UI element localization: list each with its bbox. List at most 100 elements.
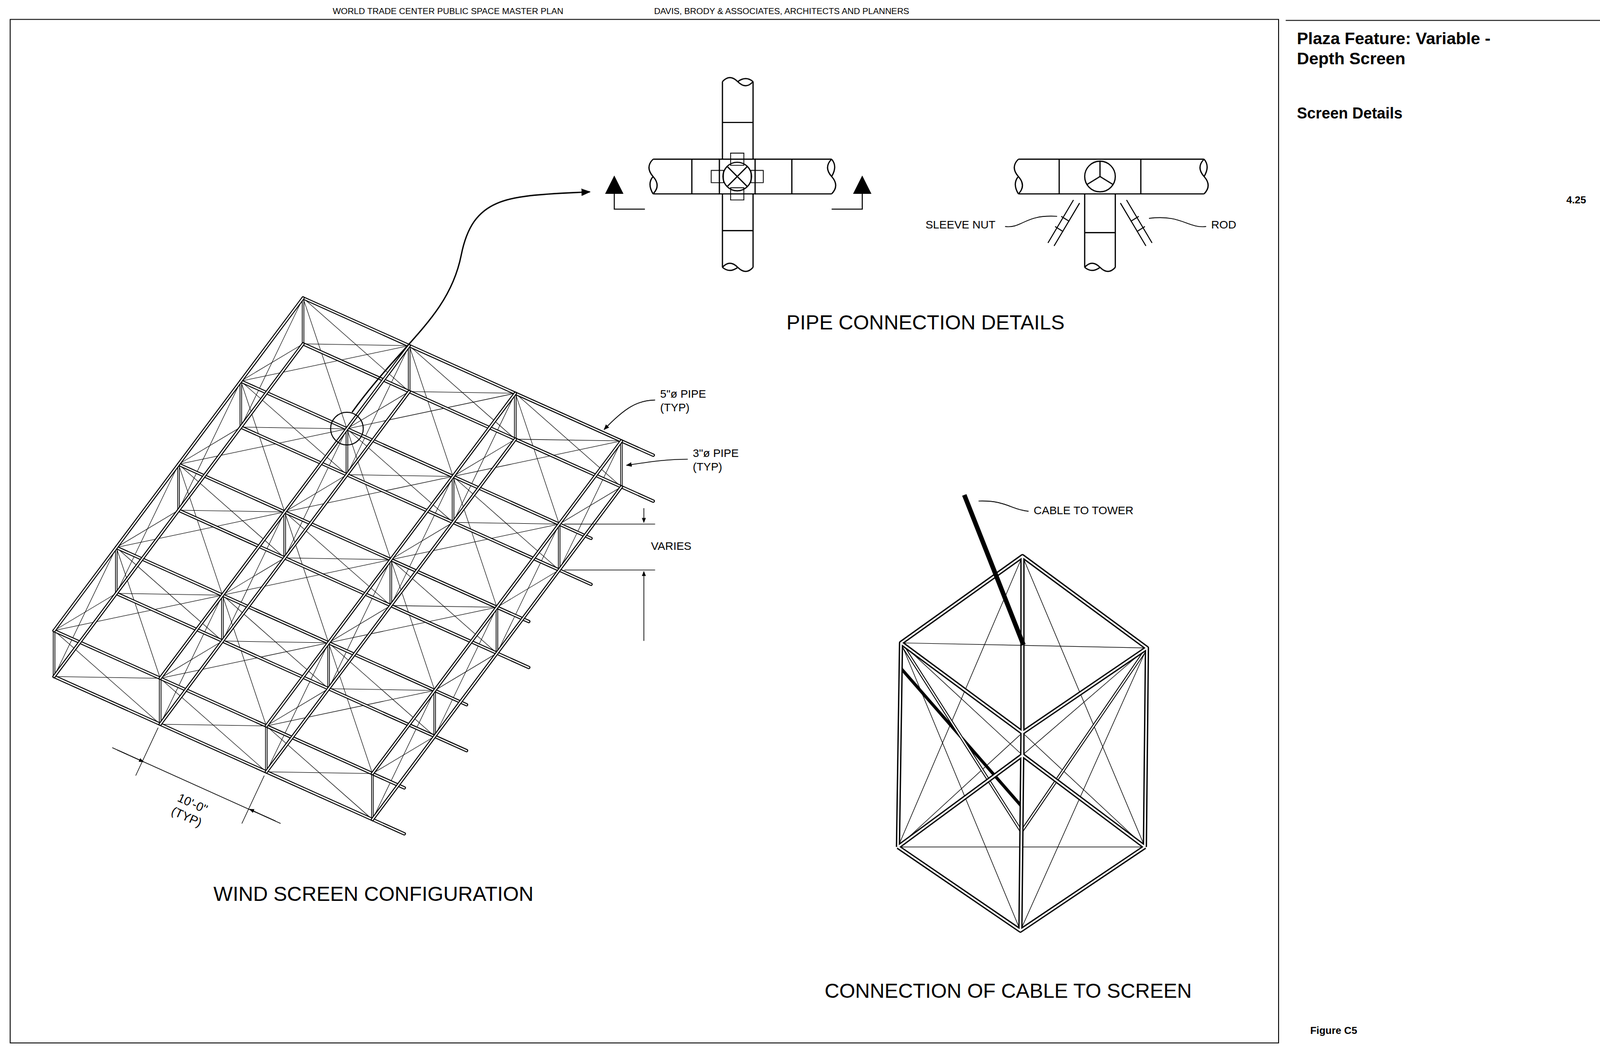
post-pipe (451, 476, 455, 523)
brace-rod (54, 595, 223, 631)
brace-rod (266, 688, 329, 726)
brace-rod (266, 726, 373, 820)
post-pipe (177, 464, 180, 511)
leader-line (1149, 217, 1207, 227)
post-pipe (496, 607, 498, 653)
brace-rod (284, 476, 453, 513)
brace-rod (347, 393, 516, 429)
page-number: 4.25 (1565, 193, 1587, 206)
brace-rod (390, 524, 559, 560)
brace-rod (452, 439, 516, 477)
brace-rod (116, 510, 179, 548)
sheet-title: Plaza Feature: Variable -Depth Screen (1296, 28, 1508, 69)
part-label: ROD (1210, 218, 1238, 233)
brace-rod (222, 512, 285, 642)
chord-pipe (266, 439, 516, 772)
post-pipe (240, 381, 242, 427)
pipe-leader (626, 459, 689, 466)
brace-rod (390, 522, 453, 560)
cable (964, 495, 1024, 646)
post-pipe (434, 690, 436, 737)
chord-pipe (54, 630, 405, 788)
brace-rod (54, 676, 161, 678)
dimension-line (643, 571, 644, 641)
leader-line (1004, 215, 1058, 227)
view-title: WIND SCREEN CONFIGURATION (212, 881, 535, 907)
brace-rod (222, 557, 285, 596)
brace-rod (328, 607, 497, 643)
brace-rod (116, 512, 285, 548)
post-pipe (408, 345, 410, 392)
post-pipe (620, 440, 623, 487)
post-pipe (221, 595, 224, 641)
post-pipe (433, 690, 436, 737)
post-pipe (495, 607, 499, 653)
dimension-label: 10'-0" (TYP) (164, 787, 216, 833)
post-pipe (265, 726, 268, 772)
pipe-tee-detail (1014, 159, 1209, 272)
detail-title: PIPE CONNECTION DETAILS (785, 310, 1066, 335)
chord-pipe (266, 439, 516, 772)
part-label: CABLE TO TOWER (1032, 504, 1135, 518)
brace-rod (347, 391, 410, 429)
brace-rod (241, 344, 304, 382)
post-pipe (389, 559, 393, 606)
post-pipe (327, 642, 330, 689)
part-label: SLEEVE NUT (924, 218, 997, 233)
post-pipe (346, 428, 348, 475)
header-text: DAVIS, BRODY & ASSOCIATES, ARCHITECTS AN… (652, 6, 910, 17)
brace-rod (328, 605, 391, 643)
post-pipe (514, 393, 516, 439)
figure-caption: Figure C5 (1309, 1024, 1359, 1037)
cable-connection-cube (897, 556, 1148, 932)
chord-pipe (160, 391, 410, 725)
brace-rod (241, 345, 410, 382)
pipe-leader (604, 400, 656, 430)
chord-pipe (372, 440, 622, 774)
dimension-arrow (117, 750, 144, 762)
brace-rod (178, 428, 348, 465)
brace-rod (178, 426, 242, 465)
brace-rod (266, 642, 329, 772)
post-pipe (302, 297, 304, 344)
brace-rod (266, 690, 435, 727)
chord-pipe (54, 676, 405, 834)
brace-rod (372, 736, 435, 774)
post-pipe (221, 595, 223, 641)
dimension-line (564, 524, 656, 570)
brace-rod (558, 440, 622, 570)
post-pipe (284, 512, 286, 558)
brace-rod (160, 724, 267, 726)
brace-rod (54, 547, 117, 677)
post-pipe (115, 547, 118, 594)
brace-rod (328, 559, 391, 689)
post-pipe (372, 773, 374, 820)
chord-pipe (372, 487, 622, 820)
pipe-cross-detail (648, 77, 836, 272)
brace-rod (497, 569, 560, 608)
brace-rod (558, 487, 622, 525)
header-text: WORLD TRADE CENTER PUBLIC SPACE MASTER P… (331, 6, 564, 17)
brace-rod (390, 476, 453, 606)
brace-rod (160, 678, 267, 772)
post-pipe (301, 297, 305, 344)
chord-pipe (54, 630, 405, 788)
post-pipe (52, 630, 56, 677)
brace-rod (178, 381, 242, 511)
post-pipe (265, 726, 267, 772)
dimension-label: VARIES (649, 539, 693, 554)
brace-rod (160, 641, 223, 679)
leader-line (978, 501, 1030, 512)
post-pipe (327, 642, 329, 689)
chord-pipe (372, 487, 622, 820)
brace-rod (434, 607, 498, 737)
brace-rod (372, 690, 435, 820)
brace-rod (284, 428, 348, 558)
sheet-frame (10, 19, 1600, 1044)
post-pipe (621, 440, 623, 487)
pipe-label: 3"ø PIPE (TYP) (692, 446, 751, 475)
dimension-arrow (249, 809, 276, 821)
brace-rod (452, 440, 622, 477)
chord-pipe (372, 440, 622, 774)
chord-pipe (54, 344, 304, 677)
